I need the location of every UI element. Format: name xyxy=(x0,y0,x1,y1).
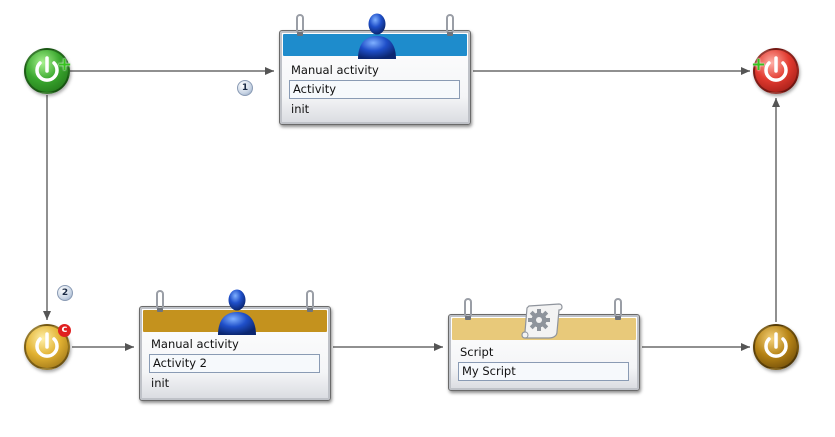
gear-scroll-icon xyxy=(521,303,563,339)
power-icon xyxy=(764,56,788,82)
edge-label-2[interactable]: 2 xyxy=(57,285,73,301)
power-icon xyxy=(35,332,59,358)
card-title: Manual activity xyxy=(151,337,239,351)
binder-ring xyxy=(296,14,304,36)
intermediate-event-start[interactable]: c xyxy=(24,324,71,370)
card-status: init xyxy=(151,376,170,390)
activity-name-field[interactable]: Activity xyxy=(289,80,460,99)
edge-label-1[interactable]: 1 xyxy=(237,80,253,96)
intermediate-event-end[interactable] xyxy=(753,324,799,370)
plus-badge: + xyxy=(57,54,73,75)
script-name-field[interactable]: My Script xyxy=(458,362,629,381)
compensate-badge: c xyxy=(58,324,71,337)
binder-ring xyxy=(306,290,314,312)
person-icon xyxy=(358,13,396,59)
card-status: init xyxy=(291,102,310,116)
binder-ring xyxy=(464,298,472,320)
plus-badge: + xyxy=(751,54,767,75)
binder-ring xyxy=(614,298,622,320)
start-event[interactable]: + xyxy=(24,48,73,94)
end-event[interactable]: + xyxy=(751,48,799,94)
activity-name-field[interactable]: Activity 2 xyxy=(149,354,320,373)
card-title: Script xyxy=(460,345,494,359)
power-icon xyxy=(764,332,788,358)
manual-activity-card[interactable]: Manual activity Activity init xyxy=(279,30,471,125)
power-icon xyxy=(35,56,59,82)
binder-ring xyxy=(156,290,164,312)
person-icon xyxy=(218,289,256,335)
card-title: Manual activity xyxy=(291,63,379,77)
binder-ring xyxy=(446,14,454,36)
